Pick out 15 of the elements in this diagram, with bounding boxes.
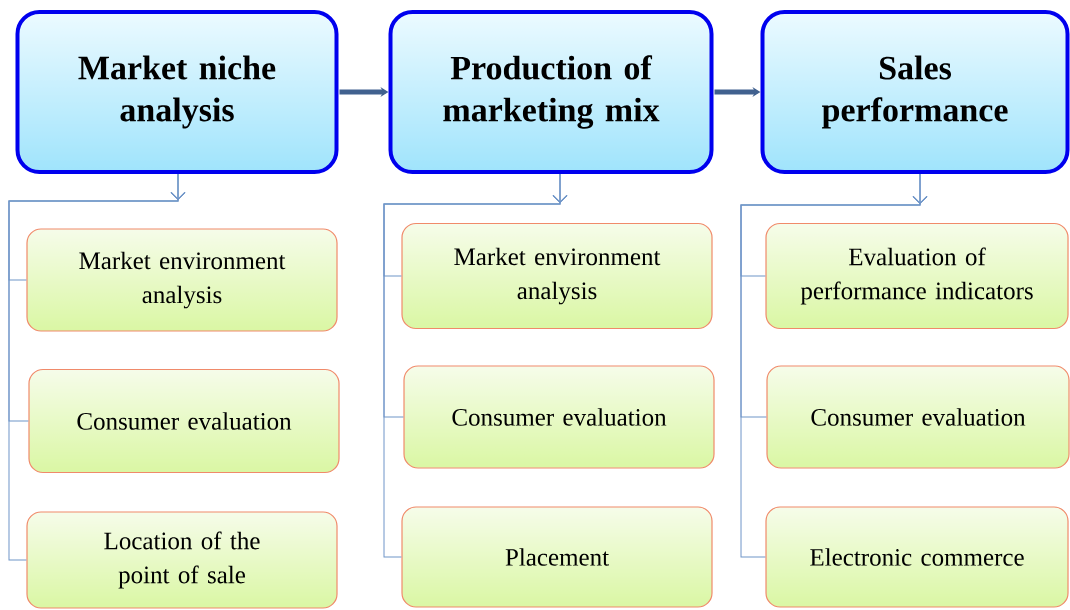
task-box: Market environment analysis — [26, 228, 338, 332]
stage-box: Market niche analysis — [15, 10, 339, 174]
task-box: Market environment analysis — [401, 222, 713, 330]
task-box: Placement — [401, 506, 713, 608]
connector — [383, 173, 568, 558]
task-box: Electronic commerce — [765, 506, 1069, 608]
task-box: Consumer evaluation — [766, 365, 1070, 469]
task-box: Consumer evaluation — [403, 365, 715, 469]
stage-box: Sales performance — [760, 10, 1070, 174]
task-box: Consumer evaluation — [28, 368, 340, 474]
stage-box: Production of marketing mix — [388, 10, 714, 174]
task-box: Location of the point of sale — [26, 511, 338, 609]
task-box: Evaluation of performance indicators — [765, 222, 1069, 330]
connector — [8, 173, 186, 561]
connector — [740, 173, 928, 558]
